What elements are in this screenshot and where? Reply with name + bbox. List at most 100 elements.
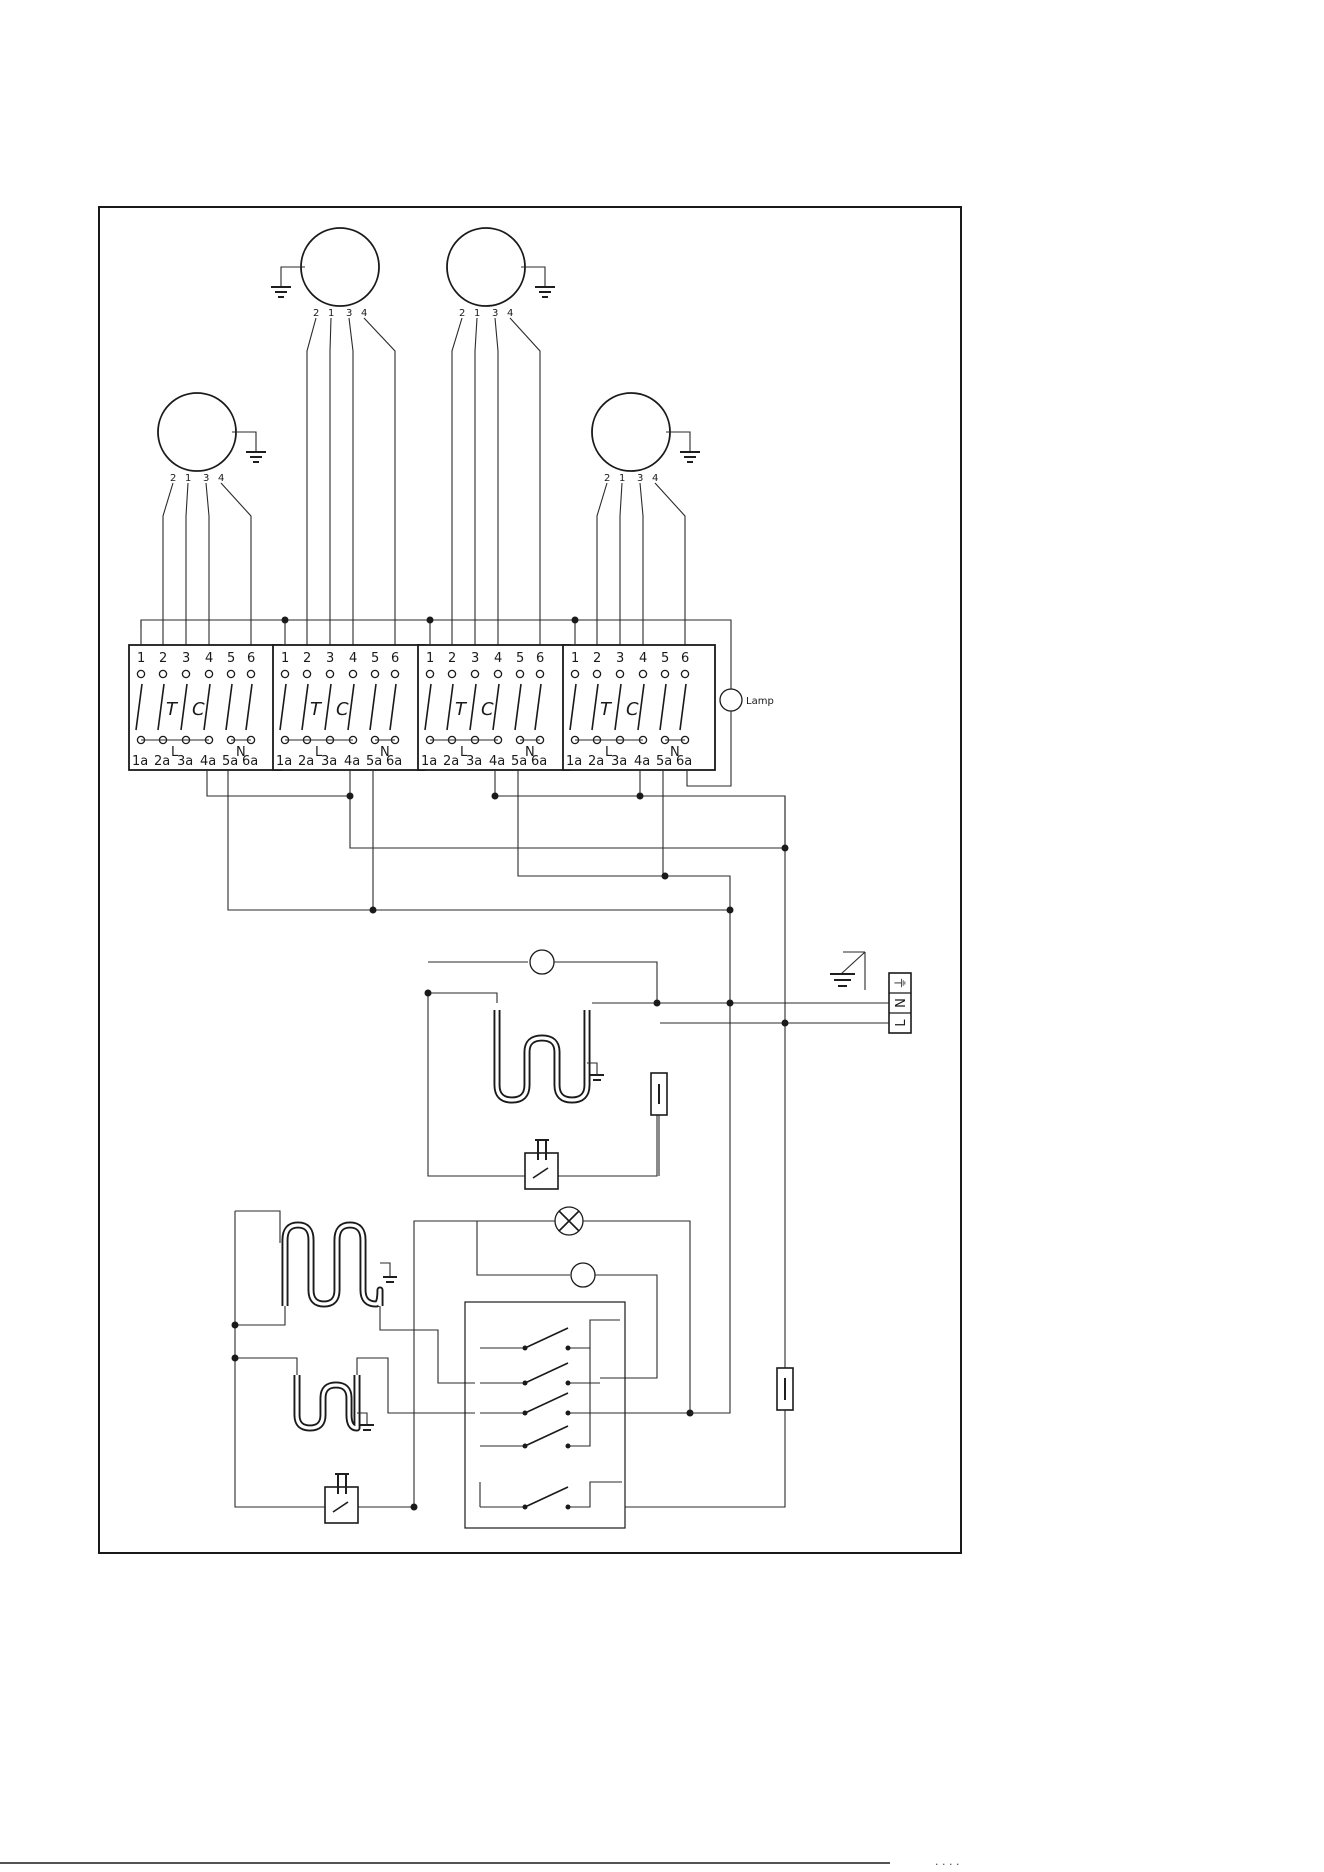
switch-line-mark: L <box>460 745 468 760</box>
switch-neutral-mark: N <box>380 745 390 760</box>
switch-bottom-terminal: 4a <box>489 754 505 769</box>
switch-bottom-terminal: 4a <box>634 754 650 769</box>
hotplate-switch-2: 11a22a33a44a55a66aLNTC <box>273 645 425 770</box>
hotplate-circle <box>301 228 379 306</box>
switch-line-mark: L <box>315 745 323 760</box>
switch-top-terminal: 6 <box>536 651 544 666</box>
oven-grill-circuit <box>425 950 668 1189</box>
switch-top-terminal: 1 <box>426 651 434 666</box>
switch-top-terminal: 6 <box>681 651 689 666</box>
terminal-label-l: L <box>894 1019 909 1027</box>
switch-bottom-terminal: 2a <box>154 754 170 769</box>
hotplate-pin-label: 1 <box>619 473 625 484</box>
hotplate-2: 21 34 <box>271 228 395 650</box>
switch-top-terminal: 1 <box>137 651 145 666</box>
switch-bottom-terminal: 1a <box>421 754 437 769</box>
switch-top-terminal: 4 <box>494 651 502 666</box>
earth-icon <box>271 287 291 297</box>
hotplate-pin-label: 4 <box>361 308 367 319</box>
earth-icon <box>535 287 555 297</box>
switch-top-terminal: 5 <box>227 651 235 666</box>
switch-top-terminal: 5 <box>371 651 379 666</box>
hotplate-pin-label: 1 <box>185 473 191 484</box>
indicator-light-oven <box>530 950 554 974</box>
switch-line-mark: L <box>605 745 613 760</box>
hotplate-pin-label: 1 <box>474 308 480 319</box>
switch-bottom-terminal: 1a <box>566 754 582 769</box>
hotplate-pin-label: 2 <box>313 308 319 319</box>
switch-top-terminal: 6 <box>391 651 399 666</box>
switch-top-terminal: 1 <box>571 651 579 666</box>
switch-top-terminal: 3 <box>326 651 334 666</box>
hotplate-pin-label: 3 <box>492 308 498 319</box>
top-heating-element <box>285 1225 380 1306</box>
switch-top-terminal: 4 <box>639 651 647 666</box>
earth-icon <box>246 452 266 462</box>
hotplate-circle <box>592 393 670 471</box>
lamp-label: Lamp <box>746 696 774 707</box>
hotplate-circle <box>158 393 236 471</box>
switch-bottom-terminal: 3a <box>177 754 193 769</box>
switch-top-terminal: 5 <box>661 651 669 666</box>
switch-top-terminal: 5 <box>516 651 524 666</box>
switch-letter-c: C <box>192 699 205 720</box>
grill-heating-element <box>497 1010 587 1100</box>
hotplate-pin-label: 4 <box>218 473 224 484</box>
hotplate-pin-label: 1 <box>328 308 334 319</box>
oven-lower-circuit <box>232 1207 794 1528</box>
switch-letter-c: C <box>481 699 494 720</box>
switch-bottom-terminal: 4a <box>200 754 216 769</box>
switch-bottom-terminal: 4a <box>344 754 360 769</box>
switch-bottom-terminal: 1a <box>132 754 148 769</box>
hotplate-pin-label: 3 <box>346 308 352 319</box>
footer-text: · · · · <box>935 1858 959 1871</box>
hotplate-pin-label: 2 <box>170 473 176 484</box>
switch-neutral-mark: N <box>236 745 246 760</box>
switch-top-terminal: 3 <box>616 651 624 666</box>
switch-top-terminal: 3 <box>471 651 479 666</box>
switch-top-terminal: 4 <box>349 651 357 666</box>
earth-icon <box>680 452 700 462</box>
switch-neutral-mark: N <box>525 745 535 760</box>
switch-top-terminal: 1 <box>281 651 289 666</box>
switch-letter-c: C <box>626 699 639 720</box>
switch-top-terminal: 4 <box>205 651 213 666</box>
switch-top-terminal: 6 <box>247 651 255 666</box>
switch-bottom-terminal: 1a <box>276 754 292 769</box>
switch-top-terminal: 2 <box>448 651 456 666</box>
switch-top-terminal: 2 <box>593 651 601 666</box>
terminal-label-earth: ⏚ <box>894 976 909 989</box>
hob-lamp: Lamp <box>720 689 774 711</box>
oven-thermostat-2 <box>325 1487 358 1523</box>
switch-letter-c: C <box>336 699 349 720</box>
hotplate-pin-label: 4 <box>652 473 658 484</box>
switch-top-terminal: 2 <box>303 651 311 666</box>
switch-bottom-terminal: 2a <box>298 754 314 769</box>
switch-line-mark: L <box>171 745 179 760</box>
hotplate-pin-label: 3 <box>203 473 209 484</box>
hob-lamp-indicator <box>720 689 742 711</box>
switch-bottom-terminal: 3a <box>466 754 482 769</box>
hotplate-pin-label: 2 <box>604 473 610 484</box>
hotplate-pin-label: 3 <box>637 473 643 484</box>
switch-top-terminal: 2 <box>159 651 167 666</box>
hotplate-pin-label: 2 <box>459 308 465 319</box>
hotplate-circle <box>447 228 525 306</box>
switch-bottom-terminal: 3a <box>611 754 627 769</box>
switch-top-terminal: 3 <box>182 651 190 666</box>
switch-bottom-terminal: 3a <box>321 754 337 769</box>
oven-function-selector <box>465 1302 625 1528</box>
oven-fan-indicator <box>571 1263 595 1287</box>
terminal-label-n: N <box>894 998 909 1008</box>
switch-bottom-terminal: 2a <box>443 754 459 769</box>
switch-neutral-mark: N <box>670 745 680 760</box>
